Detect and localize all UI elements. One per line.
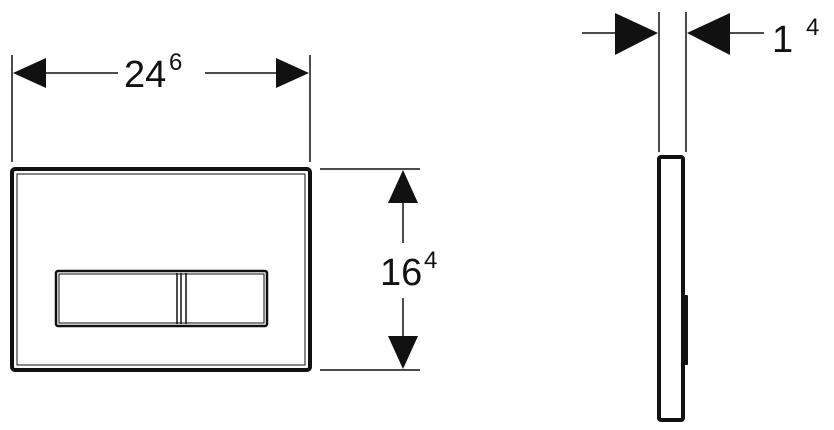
arrow-right-icon — [615, 13, 658, 55]
width-dimension — [11, 55, 311, 162]
arrow-up-icon — [388, 170, 418, 203]
depth-dimension — [582, 13, 764, 55]
height-label: 16 — [380, 252, 422, 294]
arrow-right-icon — [276, 58, 309, 88]
arrow-left-icon — [687, 13, 730, 55]
plate-inner-edge — [16, 173, 306, 366]
plate-side-outline — [657, 155, 685, 422]
arrow-down-icon — [388, 336, 418, 369]
flush-button-large — [54, 269, 269, 328]
arrow-left-icon — [13, 58, 46, 88]
flush-button-inner — [58, 273, 265, 324]
width-label-sup: 6 — [169, 49, 182, 76]
height-dimension — [320, 168, 420, 371]
front-view — [10, 167, 312, 372]
depth-label-sup: 4 — [806, 14, 819, 41]
button-side-profile — [683, 295, 688, 365]
depth-label: 1 — [772, 19, 793, 61]
plate-outline — [10, 167, 312, 372]
width-label: 24 — [124, 54, 166, 96]
side-view — [657, 12, 688, 422]
height-label-sup: 4 — [424, 247, 437, 274]
